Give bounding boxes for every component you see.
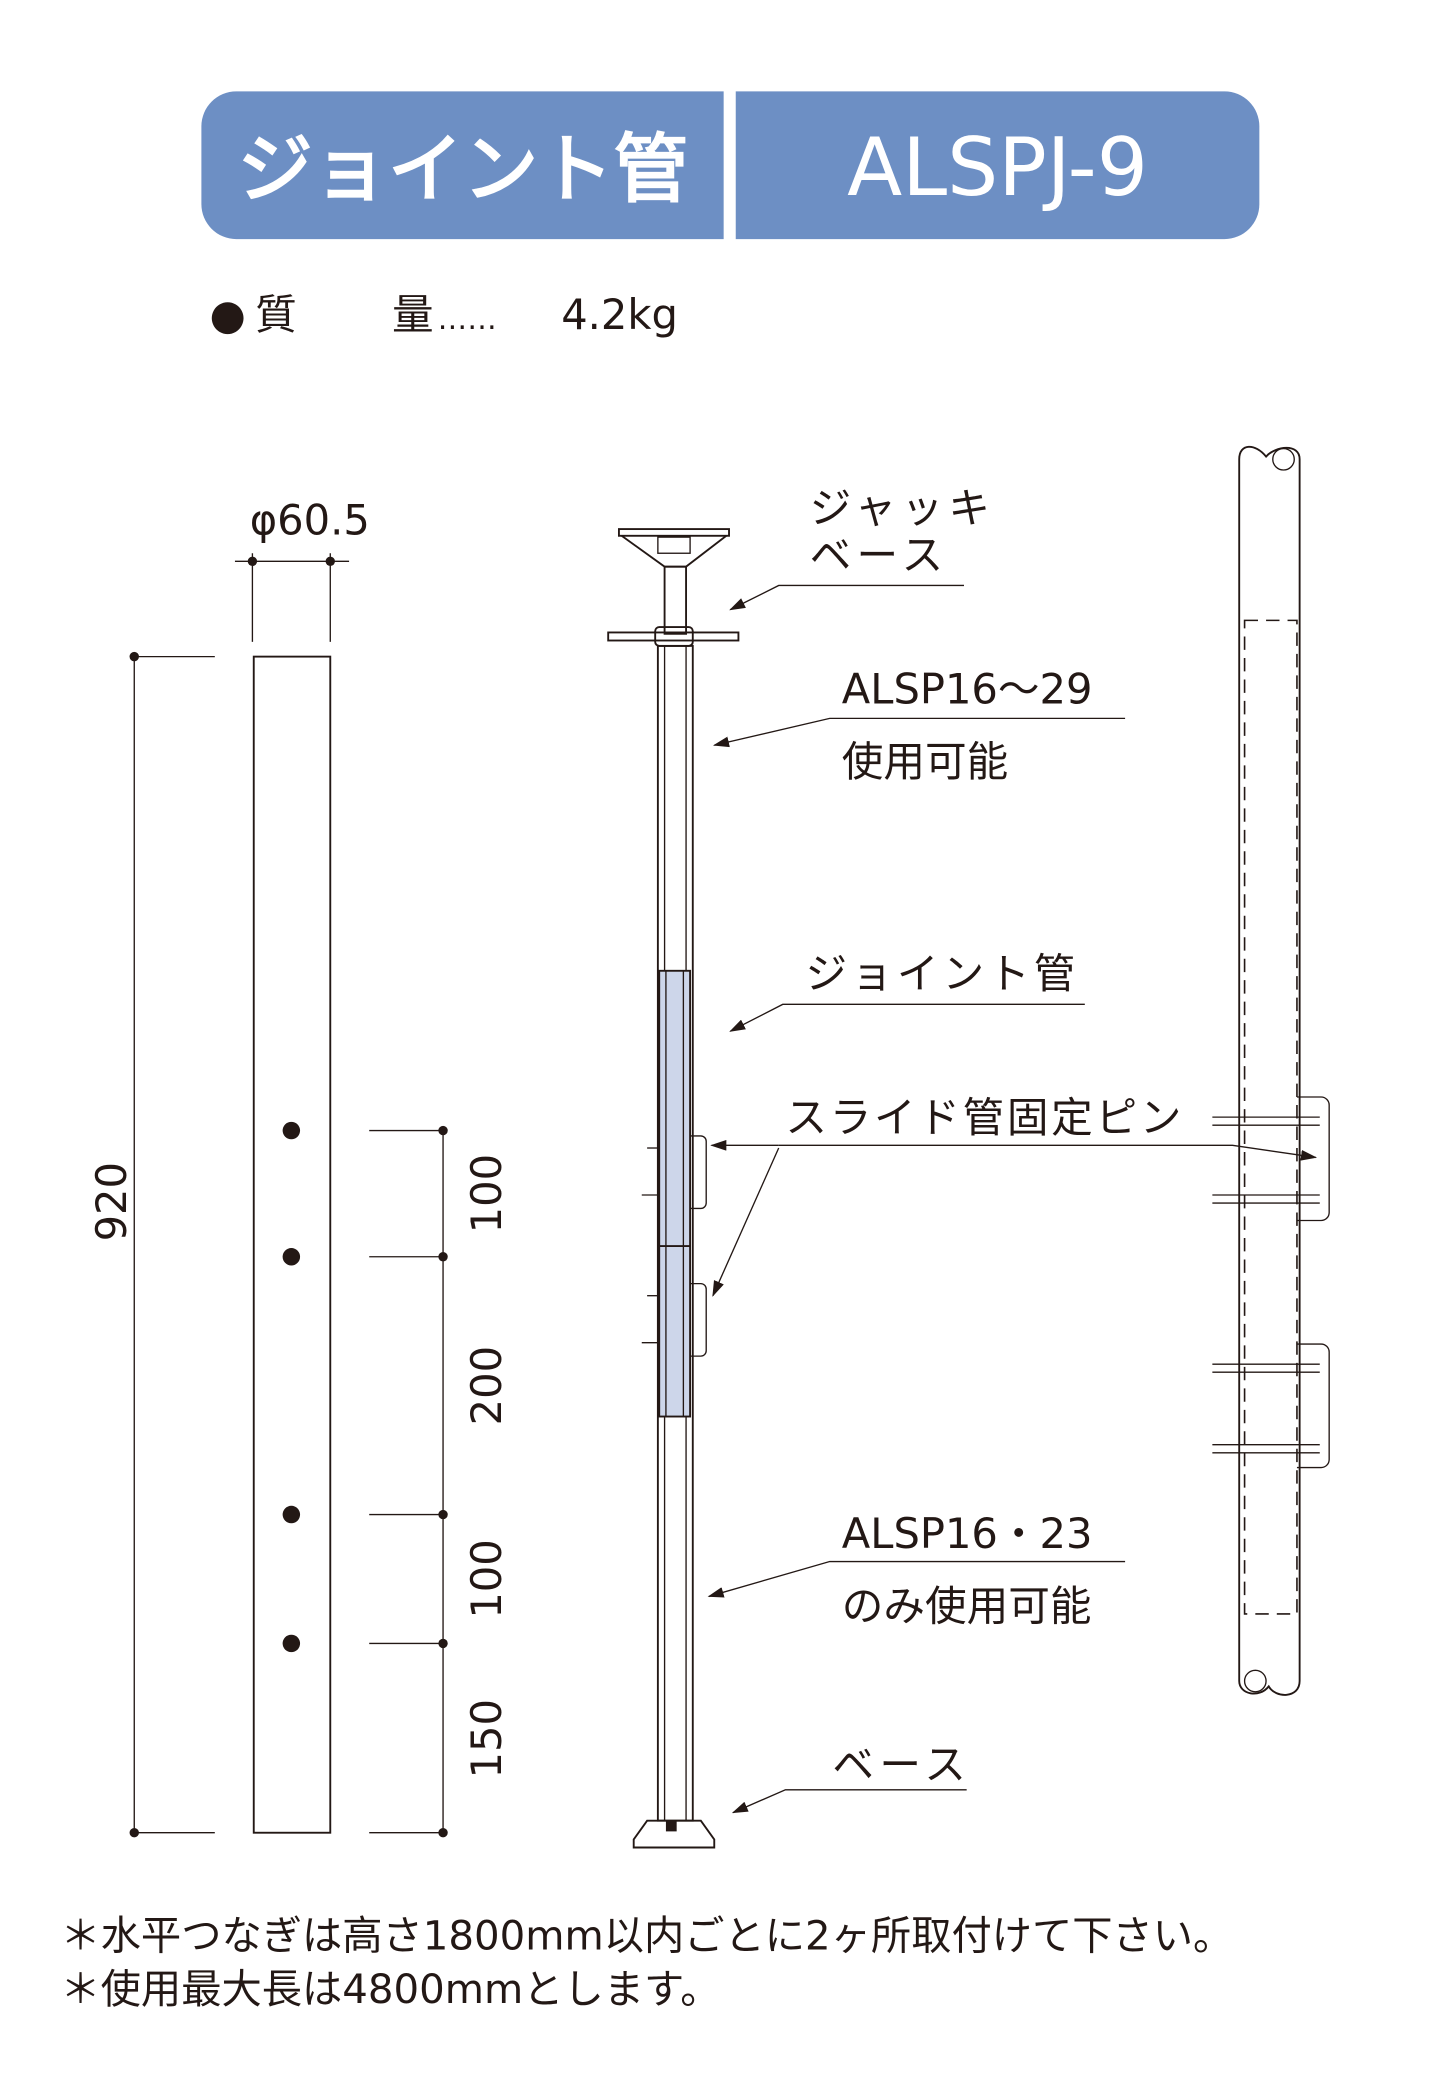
spec-leader: …… [438,302,497,336]
product-name: ジョイント管 [238,125,689,213]
weight-value: 4.2kg [561,290,678,339]
slide-pin-label: スライド管固定ピン [785,1093,1184,1142]
length-label: 920 [87,1162,136,1241]
note: ＊使用最大長は4800mmとします。 [60,1967,720,2013]
support-assembly [607,528,740,1849]
spec-label-2: 量 [392,290,434,339]
spacing-label: 150 [462,1699,511,1778]
only-usable-label: のみ使用可能 [842,1582,1092,1631]
pin-holes [282,1121,301,1653]
joint-pipe-outline [252,655,332,1834]
joint-pipe-label: ジョイント管 [806,949,1080,998]
base-label: ベース [832,1740,971,1789]
notes: ＊水平つなぎは高さ1800mm以内ごとに2ヶ所取付けて下さい。 ＊使用最大長は4… [60,1914,1233,2014]
dimension-drawing: φ60.5 920 100 200 100 150 [87,495,511,1838]
bullet: ● [209,290,245,339]
spec-label-1: 質 [255,290,297,339]
alsp-16-29-label: ALSP16～29 [842,665,1093,714]
alsp-16-23-label: ALSP16・23 [842,1509,1093,1558]
callouts: ジャッキ ベース ALSP16～29 使用可能 ジョイント管 スライド管固定ピン… [707,483,1318,1814]
spacing-label: 100 [462,1539,511,1618]
slide-pin [641,1135,707,1210]
diameter-label: φ60.5 [250,495,370,544]
spacing-label: 200 [462,1346,511,1425]
jack-base-label: ジャッキ [810,483,996,532]
spacing-label: 100 [462,1154,511,1233]
usable-label: 使用可能 [842,737,1008,786]
weight-spec: ● 質 量 …… 4.2kg [209,290,677,339]
title-banner: ジョイント管 ALSPJ-9 [201,88,1260,242]
note: ＊水平つなぎは高さ1800mm以内ごとに2ヶ所取付けて下さい。 [60,1914,1233,1960]
product-model: ALSPJ-9 [847,120,1148,214]
jack-base-label: ベース [810,530,949,579]
slide-pin [641,1282,707,1357]
joint-pipe-highlight [658,969,692,1418]
joint-detail-view [1212,445,1330,1696]
